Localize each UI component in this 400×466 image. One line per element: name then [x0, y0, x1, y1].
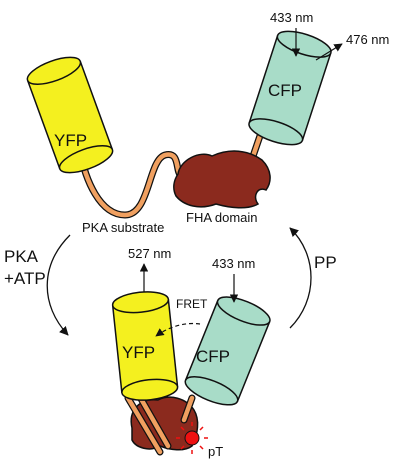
bottom-state: YFP CFP 433 nm 527 nm FRET [111, 246, 271, 459]
forward-arrow [46, 234, 71, 336]
top-emission-label: 476 nm [346, 32, 389, 47]
phospho-label: pT [208, 444, 223, 459]
top-excitation-label: 433 nm [270, 10, 313, 25]
top-yfp-label: YFP [54, 131, 87, 150]
fret-arrow [155, 322, 201, 337]
top-fha-label: FHA domain [186, 210, 258, 225]
top-fha-domain [173, 150, 271, 209]
reverse-label-pp: PP [314, 253, 337, 272]
bottom-excitation-label: 433 nm [212, 256, 255, 271]
transitions: PKA +ATP PP [4, 227, 337, 336]
fret-label: FRET [176, 297, 208, 311]
bottom-yfp-barrel [111, 291, 179, 401]
top-cfp-barrel [248, 30, 332, 146]
top-cfp-label: CFP [268, 81, 302, 100]
bottom-yfp-label: YFP [122, 343, 155, 362]
top-yfp-barrel [26, 56, 114, 174]
bottom-emission-label: 527 nm [128, 246, 171, 261]
bottom-cfp-label: CFP [196, 347, 230, 366]
forward-label-atp: +ATP [4, 269, 46, 288]
top-substrate-label: PKA substrate [82, 220, 164, 235]
reverse-arrow [289, 227, 312, 329]
phospho-site [176, 422, 208, 454]
top-state: YFP CFP 433 nm 476 nm PKA substrate FHA … [26, 10, 389, 235]
top-emission-arrow [315, 43, 343, 61]
forward-label-pka: PKA [4, 247, 39, 266]
bottom-cfp-barrel [184, 296, 271, 406]
